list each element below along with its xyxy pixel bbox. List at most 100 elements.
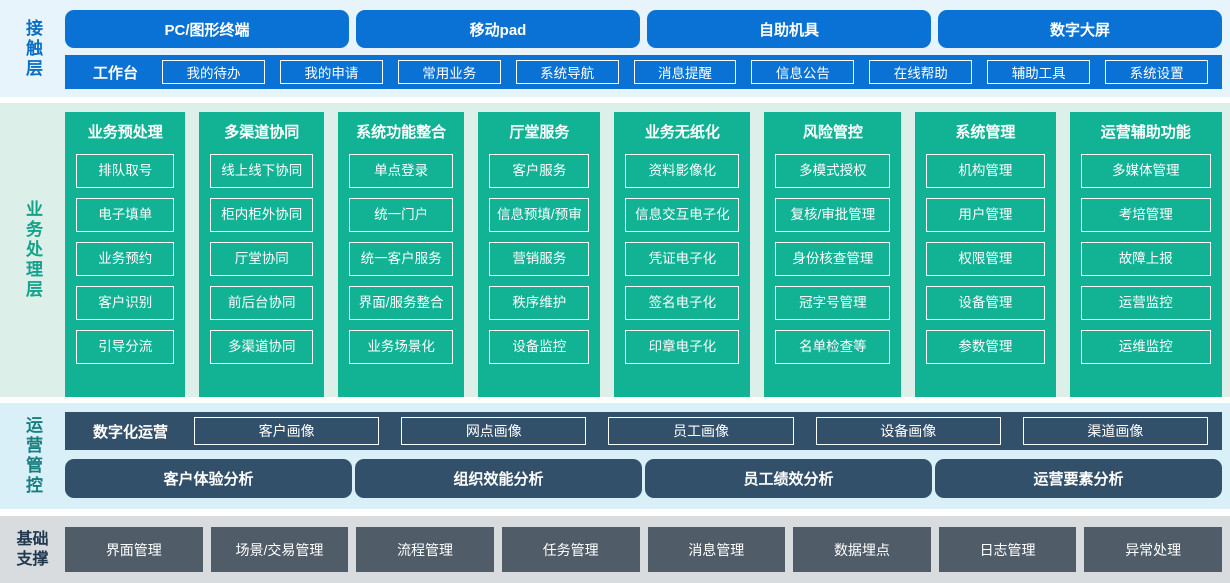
foundation-layer-band: 基础支撑 界面管理场景/交易管理流程管理任务管理消息管理数据埋点日志管理异常处理 — [0, 516, 1230, 583]
workbench-item: 我的申请 — [279, 60, 383, 84]
business-column-title: 业务无纸化 — [644, 124, 720, 141]
workbench-item: 信息公告 — [751, 60, 855, 84]
digital-ops-bar: 数字化运营 客户画像网点画像员工画像设备画像渠道画像 — [65, 412, 1222, 450]
business-column-item: 统一客户服务 — [349, 242, 454, 276]
analysis-row: 客户体验分析组织效能分析员工绩效分析运营要素分析 — [65, 459, 1222, 498]
digital-ops-items: 客户画像网点画像员工画像设备画像渠道画像 — [194, 417, 1209, 445]
business-column: 多渠道协同线上线下协同柜内柜外协同厅堂协同前后台协同多渠道协同 — [199, 112, 325, 397]
business-column-item: 排队取号 — [76, 154, 175, 188]
business-column-item: 运维监控 — [1080, 330, 1211, 364]
business-column-title: 厅堂服务 — [509, 124, 570, 141]
digital-ops-label: 数字化运营 — [93, 423, 169, 441]
workbench-bar: 工作台 我的待办我的申请常用业务系统导航消息提醒信息公告在线帮助辅助工具系统设置 — [65, 55, 1222, 89]
foundation-item: 界面管理 — [65, 527, 203, 572]
workbench-label: 工作台 — [93, 64, 139, 82]
business-layer-label: 业务处理层 — [23, 200, 42, 300]
contact-layer-label: 接触层 — [23, 18, 42, 79]
business-column: 风险管控多模式授权复核/审批管理身份核查管理冠字号管理名单检查等 — [764, 112, 902, 397]
business-column-item: 统一门户 — [349, 198, 454, 232]
business-column-item: 业务预约 — [76, 242, 175, 276]
business-column-item: 信息交互电子化 — [625, 198, 740, 232]
business-column-item: 冠字号管理 — [775, 286, 891, 320]
foundation-item: 消息管理 — [647, 527, 786, 572]
business-column-item: 电子填单 — [76, 198, 175, 232]
business-column-item: 考培管理 — [1080, 198, 1211, 232]
business-column-item: 签名电子化 — [625, 286, 740, 320]
analysis-box: 员工绩效分析 — [645, 459, 932, 498]
business-column-item: 设备监控 — [489, 330, 590, 364]
contact-layer-gutter: 接触层 — [0, 0, 65, 97]
foundation-item: 异常处理 — [1084, 527, 1222, 572]
business-column-title: 系统功能整合 — [356, 124, 447, 141]
business-column: 厅堂服务客户服务信息预填/预审营销服务秩序维护设备监控 — [478, 112, 601, 397]
business-column-item: 秩序维护 — [489, 286, 590, 320]
business-layer-gutter: 业务处理层 — [0, 103, 65, 397]
business-column-title: 运营辅助功能 — [1100, 124, 1191, 141]
workbench-item: 常用业务 — [397, 60, 501, 84]
business-column-item: 设备管理 — [926, 286, 1045, 320]
business-column-item: 客户服务 — [489, 154, 590, 188]
business-column-item: 多渠道协同 — [210, 330, 314, 364]
business-column: 系统功能整合单点登录统一门户统一客户服务界面/服务整合业务场景化 — [338, 112, 465, 397]
business-column-item: 运营监控 — [1080, 286, 1211, 320]
channel-box: PC/图形终端 — [65, 10, 349, 48]
analysis-box: 组织效能分析 — [355, 459, 642, 498]
business-column-item: 机构管理 — [926, 154, 1045, 188]
business-column-item: 身份核查管理 — [775, 242, 891, 276]
channel-box: 移动pad — [356, 10, 640, 48]
business-column: 业务无纸化资料影像化信息交互电子化凭证电子化签名电子化印章电子化 — [614, 112, 751, 397]
business-column-item: 印章电子化 — [625, 330, 740, 364]
workbench-item: 在线帮助 — [869, 60, 973, 84]
digital-ops-item: 渠道画像 — [1022, 417, 1209, 445]
business-column-item: 凭证电子化 — [625, 242, 740, 276]
workbench-item: 系统设置 — [1105, 60, 1209, 84]
workbench-items: 我的待办我的申请常用业务系统导航消息提醒信息公告在线帮助辅助工具系统设置 — [162, 60, 1209, 84]
business-column-item: 权限管理 — [926, 242, 1045, 276]
business-column-item: 客户识别 — [76, 286, 175, 320]
business-column-title: 业务预处理 — [87, 124, 163, 141]
analysis-box: 客户体验分析 — [65, 459, 352, 498]
channel-box: 数字大屏 — [938, 10, 1222, 48]
business-column-item: 引导分流 — [76, 330, 175, 364]
business-column-item: 资料影像化 — [625, 154, 740, 188]
workbench-item: 辅助工具 — [987, 60, 1091, 84]
business-column: 系统管理机构管理用户管理权限管理设备管理参数管理 — [915, 112, 1056, 397]
business-column-item: 多媒体管理 — [1080, 154, 1211, 188]
business-column-item: 信息预填/预审 — [489, 198, 590, 232]
business-column-item: 厅堂协同 — [210, 242, 314, 276]
foundation-item: 数据埋点 — [793, 527, 931, 572]
business-column-item: 单点登录 — [349, 154, 454, 188]
business-column-item: 界面/服务整合 — [349, 286, 454, 320]
business-column-item: 业务场景化 — [349, 330, 454, 364]
operations-layer-gutter: 运营管控 — [0, 403, 65, 509]
foundation-item: 场景/交易管理 — [210, 527, 349, 572]
business-column-item: 名单检查等 — [775, 330, 891, 364]
operations-layer-label: 运营管控 — [23, 416, 42, 496]
foundation-item: 流程管理 — [356, 527, 494, 572]
business-column-item: 线上线下协同 — [210, 154, 314, 188]
digital-ops-item: 网点画像 — [401, 417, 587, 445]
business-column-title: 风险管控 — [802, 124, 863, 141]
channel-box: 自助机具 — [647, 10, 931, 48]
digital-ops-item: 设备画像 — [815, 417, 1001, 445]
business-column-item: 故障上报 — [1080, 242, 1211, 276]
business-layer-band: 业务处理层 业务预处理排队取号电子填单业务预约客户识别引导分流 多渠道协同 线上线下… — [0, 103, 1230, 397]
business-column-item: 参数管理 — [926, 330, 1045, 364]
business-column-item: 多模式授权 — [775, 154, 891, 188]
foundation-items: 界面管理场景/交易管理流程管理任务管理消息管理数据埋点日志管理异常处理 — [65, 516, 1222, 572]
foundation-layer-gutter: 基础支撑 — [0, 516, 65, 583]
business-column-item: 用户管理 — [926, 198, 1045, 232]
workbench-item: 我的待办 — [162, 60, 265, 84]
foundation-item: 日志管理 — [938, 527, 1077, 572]
business-column-item: 复核/审批管理 — [775, 198, 891, 232]
digital-ops-item: 客户画像 — [194, 417, 380, 445]
business-column-item: 营销服务 — [489, 242, 590, 276]
foundation-layer-label: 基础支撑 — [16, 530, 49, 568]
workbench-item: 消息提醒 — [633, 60, 737, 84]
operations-layer-band: 运营管控 数字化运营 客户画像网点画像员工画像设备画像渠道画像 客户体验分析组织… — [0, 403, 1230, 509]
workbench-item: 系统导航 — [515, 60, 619, 84]
business-column: 运营辅助功能多媒体管理考培管理故障上报运营监控运维监控 — [1069, 112, 1222, 397]
analysis-box: 运营要素分析 — [935, 459, 1222, 498]
business-column-title: 系统管理 — [955, 124, 1016, 141]
